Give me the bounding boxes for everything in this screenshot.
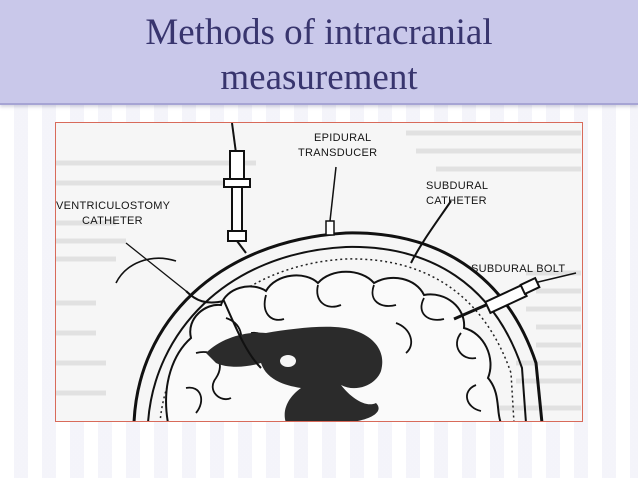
slide-title-line-2: measurement — [220, 57, 418, 98]
label-epidural-line-2: TRANSDUCER — [298, 147, 377, 159]
label-epidural-line-1: EPIDURAL — [314, 132, 371, 144]
diagram-figure: EPIDURAL TRANSDUCER VENTRICULOSTOMY CATH… — [55, 122, 583, 422]
label-subdural-catheter-line-2: CATHETER — [426, 195, 487, 207]
background-scan-text — [56, 130, 581, 411]
slide-title: Methods of intracranial measurement — [0, 10, 638, 100]
label-ventriculostomy-line-2: CATHETER — [82, 215, 143, 227]
ventricle-highlight — [280, 355, 296, 367]
subdural-catheter — [410, 200, 452, 264]
label-subdural-catheter-line-1: SUBDURAL — [426, 180, 488, 192]
drain-tube — [115, 257, 177, 284]
label-ventriculostomy-line-1: VENTRICULOSTOMY — [56, 200, 171, 212]
ventriculostomy-catheter — [125, 242, 262, 369]
epidural-transducer — [223, 123, 251, 254]
lateral-ventricle — [206, 326, 383, 421]
epidural-pointer — [325, 166, 337, 236]
title-band: Methods of intracranial measurement — [0, 0, 638, 105]
subdural-bolt — [453, 272, 577, 321]
slide-title-line-1: Methods of intracranial — [145, 12, 493, 53]
intracranial-monitoring-diagram: EPIDURAL TRANSDUCER VENTRICULOSTOMY CATH… — [56, 123, 581, 421]
label-subdural-bolt: SUBDURAL BOLT — [471, 263, 565, 275]
